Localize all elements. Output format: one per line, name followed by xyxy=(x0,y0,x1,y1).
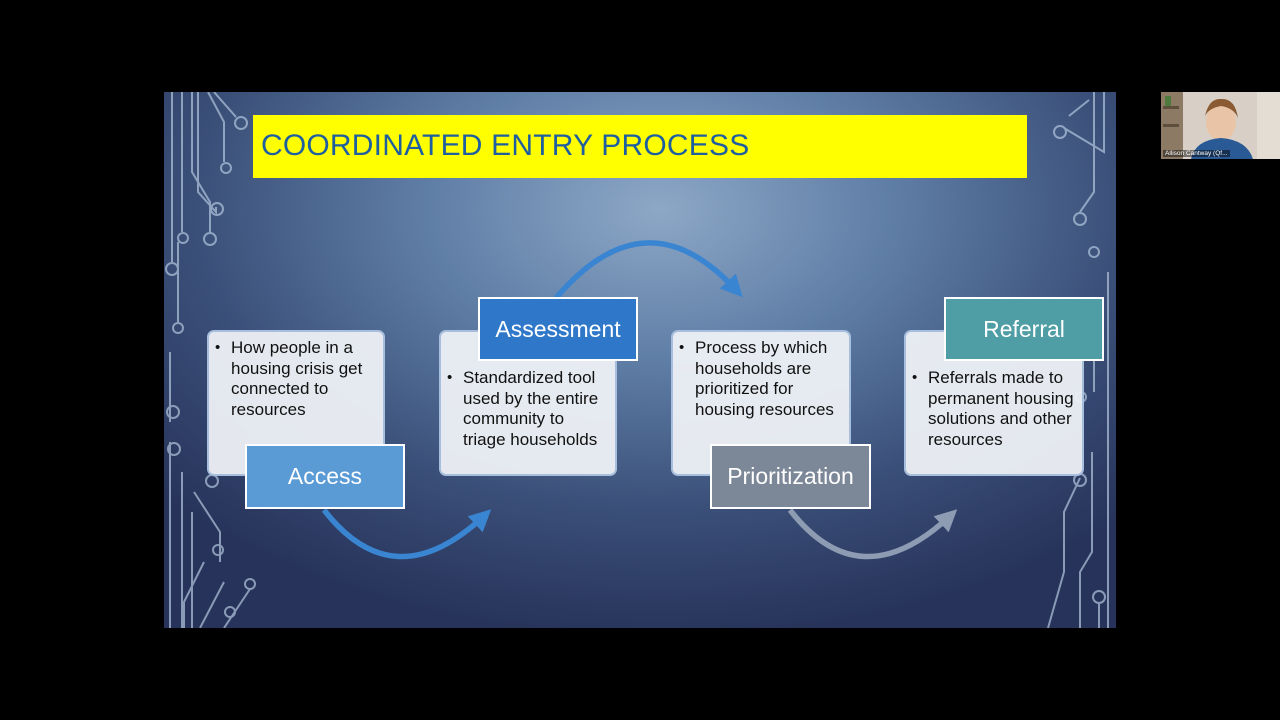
prioritization-description: Process by which households are prioriti… xyxy=(679,338,845,420)
title-bar: COORDINATED ENTRY PROCESS xyxy=(253,115,1027,178)
prioritization-label: Prioritization xyxy=(710,444,871,509)
referral-description: Referrals made to permanent housing solu… xyxy=(912,368,1078,450)
arrow-prioritization-to-referral xyxy=(787,508,958,560)
access-label: Access xyxy=(245,444,405,509)
flow-arrows xyxy=(321,240,958,560)
arrow-assessment-to-prioritization xyxy=(553,240,743,300)
presentation-slide: COORDINATED ENTRY PROCESS How people in … xyxy=(164,92,1116,628)
assessment-label: Assessment xyxy=(478,297,638,361)
referral-label: Referral xyxy=(944,297,1104,361)
arrow-access-to-assessment xyxy=(321,508,492,560)
assessment-description: Standardized tool used by the entire com… xyxy=(447,368,609,450)
access-description: How people in a housing crisis get conne… xyxy=(215,338,377,420)
participant-name: Allison Cantway (Qf... xyxy=(1163,150,1230,157)
participant-video-frame xyxy=(1161,92,1280,159)
slide-title: COORDINATED ENTRY PROCESS xyxy=(261,129,750,162)
participant-video-thumbnail[interactable]: Allison Cantway (Qf... xyxy=(1161,92,1280,159)
